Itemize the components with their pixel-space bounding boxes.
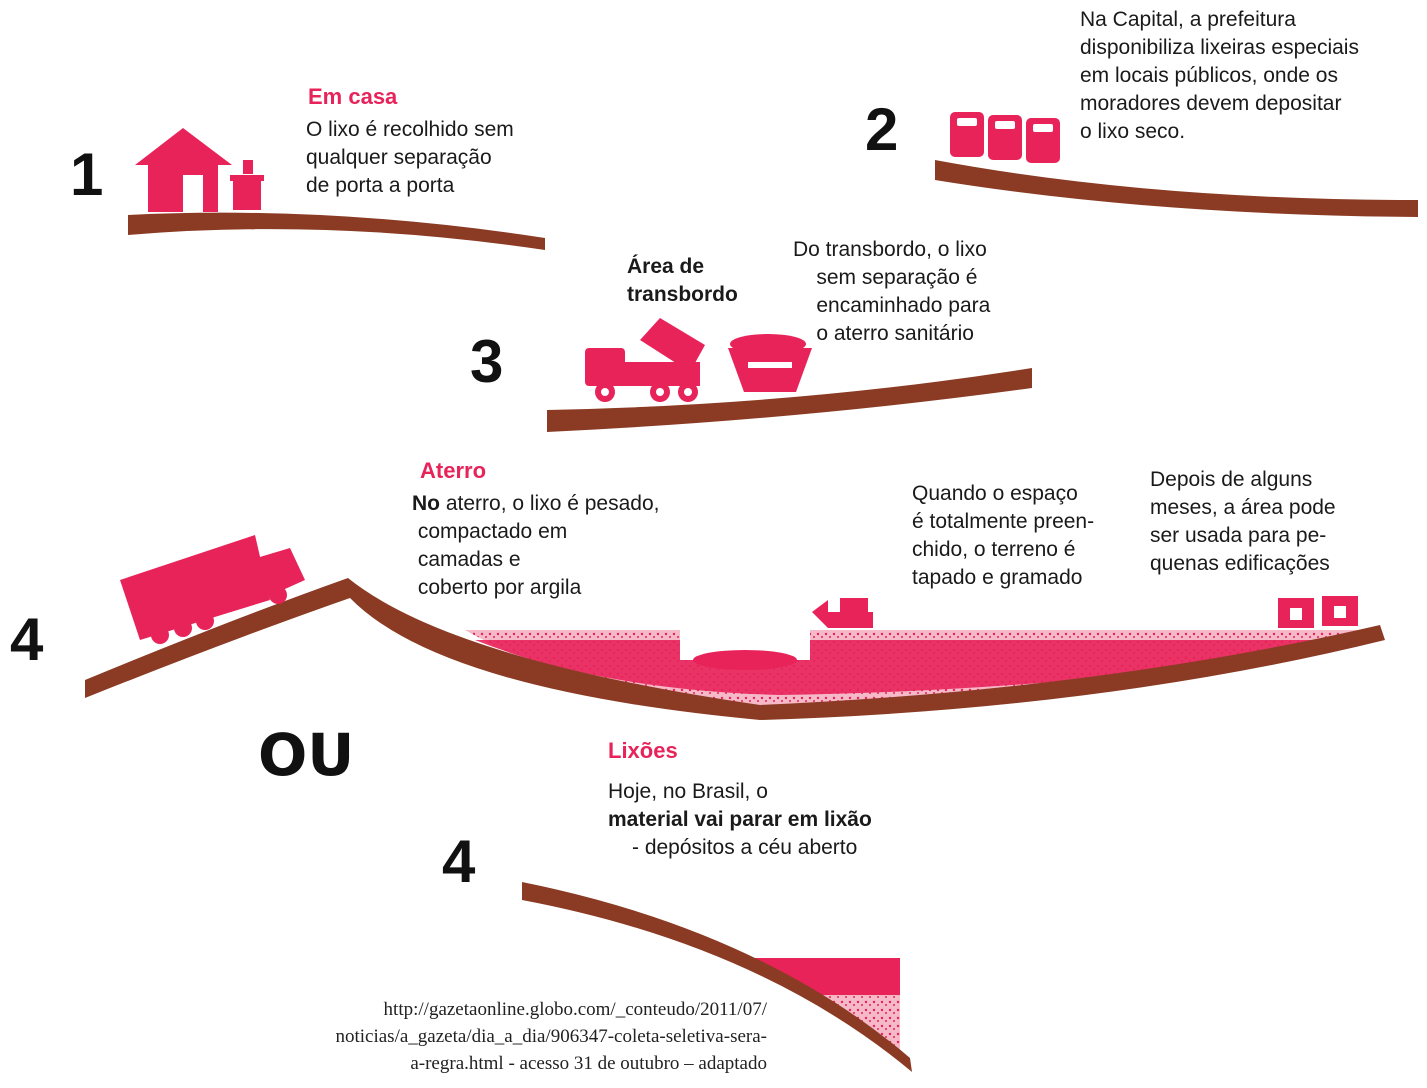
ground-strip-1	[128, 212, 545, 250]
step-3-title: Área de transbordo	[627, 255, 738, 306]
bulldozer-icon	[812, 598, 873, 628]
step-1-title: Em casa	[308, 84, 398, 109]
dump-truck-icon	[585, 318, 705, 402]
step-4-lixao-line2: material vai parar em lixão	[608, 808, 872, 831]
waste-container-icon	[728, 334, 812, 392]
step-1-number: 1	[70, 141, 104, 208]
ground-strip-5	[522, 882, 912, 1072]
ground-strip-3	[547, 368, 1032, 432]
step-4-lixao-line3: - depósitos a céu aberto	[632, 836, 858, 859]
ground-strip-2	[935, 160, 1418, 217]
step-2-text: Na Capital, a prefeitura disponibiliza l…	[1080, 8, 1359, 143]
source-citation: http://gazetaonline.globo.com/_conteudo/…	[335, 999, 767, 1074]
ground-strip-4	[85, 578, 1385, 720]
step-3-text: Do transbordo, o lixo sem separação é en…	[793, 238, 991, 345]
step-4-title-lixao: Lixões	[608, 738, 678, 763]
landfill-truck-icon	[120, 535, 305, 644]
step-3-number: 3	[470, 328, 504, 395]
step-4-text-rest: aterro, o lixo é pesado, compactado em c…	[417, 492, 660, 599]
or-divider: OU	[258, 721, 355, 789]
small-buildings-icon	[1278, 596, 1358, 628]
step-4-text-aterro: No aterro, o lixo é pesado, compactado e…	[412, 490, 659, 602]
trash-can-icon	[230, 160, 264, 210]
step-4-number-lixao: 4	[442, 828, 476, 895]
step-2-number: 2	[865, 96, 899, 163]
step-4-lixao-line1: Hoje, no Brasil, o	[608, 780, 768, 803]
step-4-text-buildings: Depois de alguns meses, a área pode ser …	[1150, 468, 1336, 575]
step-4-text-bold: No	[412, 492, 440, 515]
step-4-number-aterro: 4	[10, 606, 44, 673]
step-4-title-aterro: Aterro	[420, 458, 487, 483]
step-4-text-filled: Quando o espaço é totalmente preen- chid…	[912, 482, 1095, 589]
house-icon	[135, 128, 232, 212]
waste-pile	[693, 650, 797, 670]
step-1-text: O lixo é recolhido sem qualquer separaçã…	[306, 118, 514, 197]
public-bins-icon	[950, 112, 1060, 163]
